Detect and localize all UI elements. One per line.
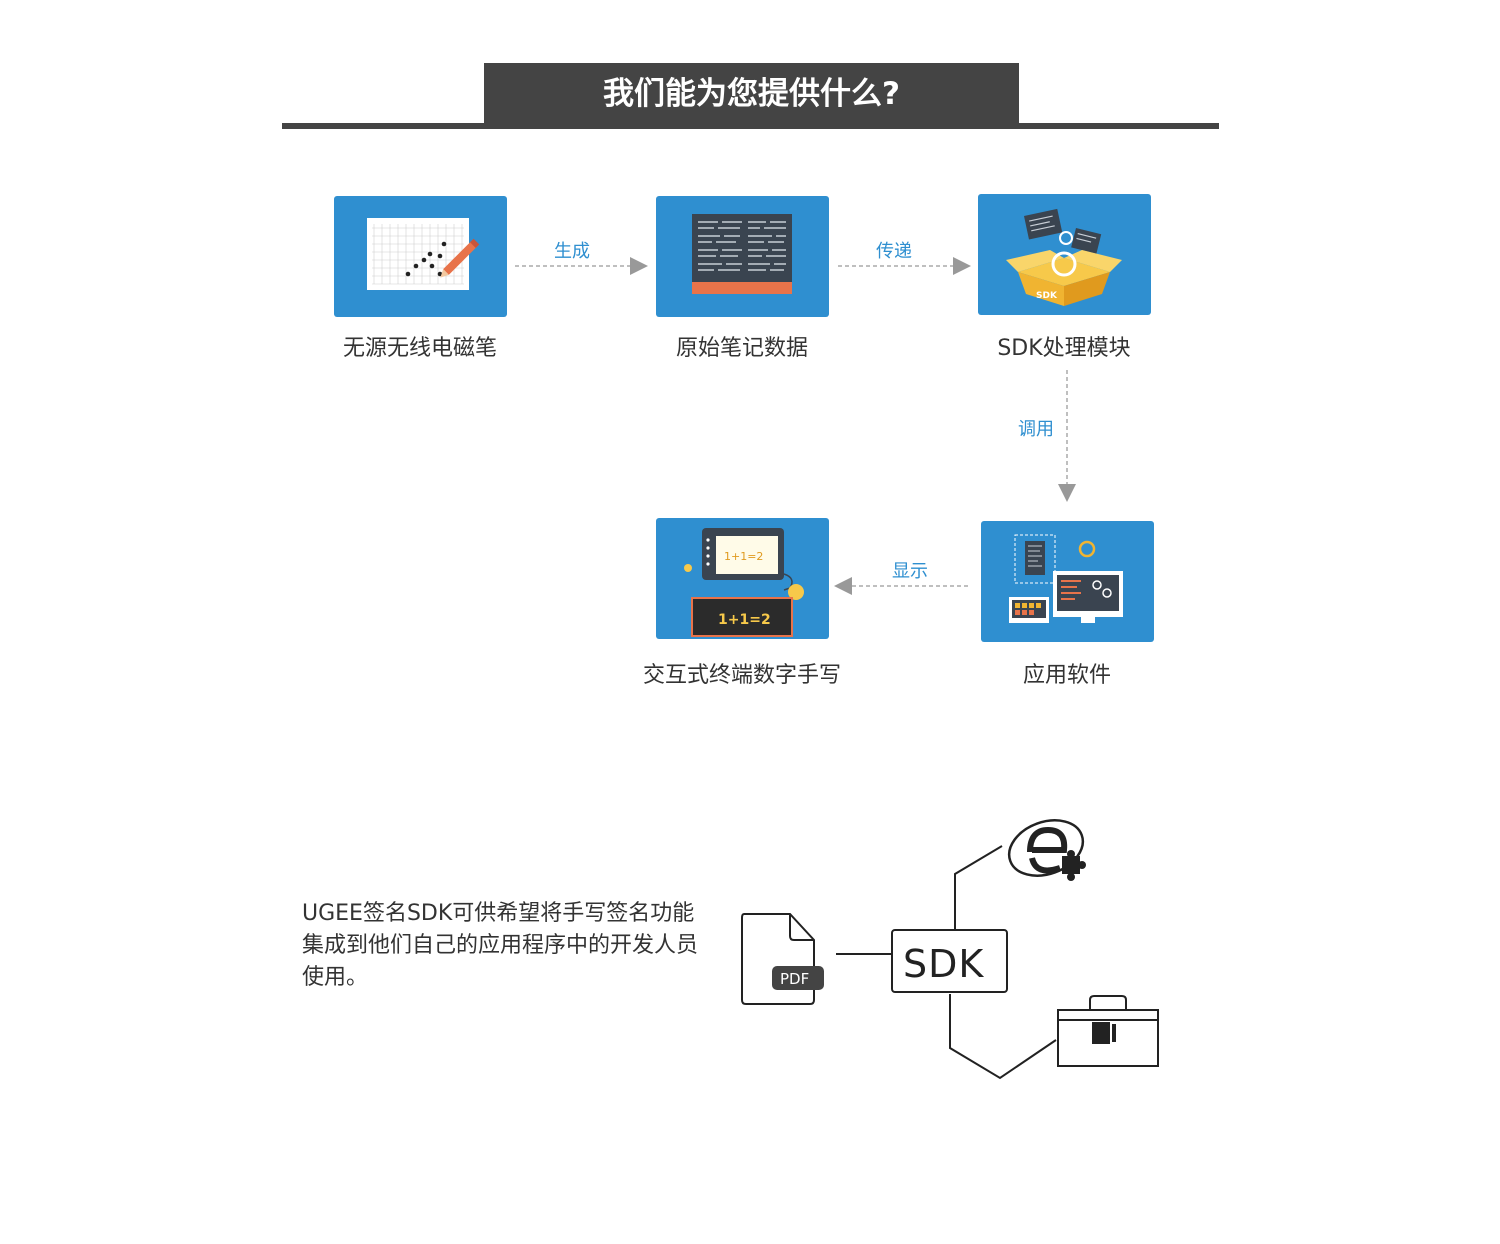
pen-grid-icon xyxy=(367,218,480,290)
node-label-raw-data: 原始笔记数据 xyxy=(675,336,808,361)
sdk-center-box: SDK xyxy=(891,929,1008,993)
tile-raw-data xyxy=(656,196,829,317)
tile-pen xyxy=(334,196,507,317)
node-label-sdk: SDK处理模块 xyxy=(997,336,1131,361)
browser-plugin-icon xyxy=(1007,819,1086,881)
sdk-box-icon: SDK xyxy=(1006,208,1122,306)
pdf-file-icon: PDF xyxy=(741,913,824,1005)
edge-label-invoke: 调用 xyxy=(1018,419,1054,440)
raw-data-icon xyxy=(692,214,792,294)
sdk-description: UGEE签名SDK可供希望将手写签名功能集成到他们自己的应用程序中的开发人员使用… xyxy=(302,901,699,990)
tile-app xyxy=(981,521,1154,642)
sdk-center-label: SDK xyxy=(903,942,984,986)
arrow-head-generate xyxy=(630,257,648,275)
edge-label-transfer: 传递 xyxy=(876,241,912,262)
node-label-pen: 无源无线电磁笔 xyxy=(342,336,497,361)
header-tab xyxy=(484,63,1019,126)
tile-display: 1+1=2 1+1=2 xyxy=(656,518,829,639)
node-label-display: 交互式终端数字手写 xyxy=(642,663,841,688)
sdk-box-label: SDK xyxy=(1036,291,1058,301)
tile-sdk: SDK xyxy=(978,194,1151,315)
node-label-app: 应用软件 xyxy=(1022,663,1111,688)
app-software-icon xyxy=(1009,534,1123,623)
display-equation-top: 1+1=2 xyxy=(724,550,763,563)
flow-connectors xyxy=(515,257,1076,595)
display-equation-board: 1+1=2 xyxy=(718,612,771,628)
pdf-label: PDF xyxy=(780,970,809,988)
arrow-head-display xyxy=(834,577,852,595)
interactive-display-icon: 1+1=2 1+1=2 xyxy=(684,528,804,637)
header-underline xyxy=(282,123,1219,129)
arrow-head-transfer xyxy=(953,257,971,275)
toolbox-icon xyxy=(1057,995,1159,1067)
sdk-integration-diagram: PDF SDK xyxy=(741,819,1159,1080)
edge-label-display: 显示 xyxy=(892,561,928,582)
arrow-head-invoke xyxy=(1058,484,1076,502)
page-title: 我们能为您提供什么? xyxy=(603,76,900,112)
edge-label-generate: 生成 xyxy=(554,241,590,262)
